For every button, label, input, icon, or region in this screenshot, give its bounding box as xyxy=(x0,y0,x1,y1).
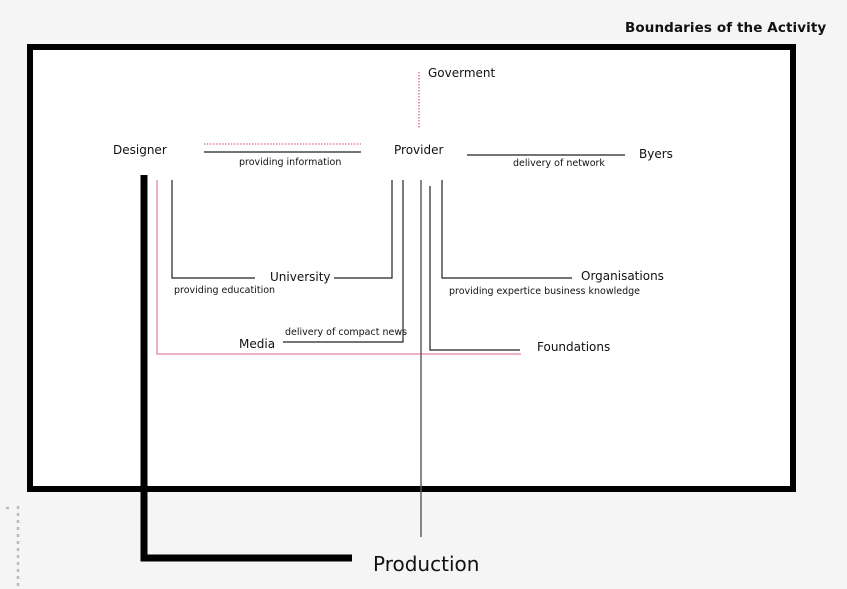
node-designer: Designer xyxy=(113,143,167,157)
node-media: Media xyxy=(239,337,276,351)
node-provider: Provider xyxy=(394,143,444,157)
provider-organisations-line xyxy=(441,180,572,279)
provider-university-line xyxy=(334,180,393,279)
edge-label-providing-expertise: providing expertice business knowledge xyxy=(449,286,640,297)
edge-label-delivery-of-network: delivery of network xyxy=(513,158,605,169)
provider-media-line xyxy=(283,180,404,343)
boundary-heading: Boundaries of the Activity xyxy=(625,20,827,36)
designer-foundations-pink-line xyxy=(156,180,521,355)
designer-production-line xyxy=(140,175,352,562)
node-foundations: Foundations xyxy=(537,340,611,354)
node-production: Production xyxy=(373,552,480,576)
designer-university-line xyxy=(171,180,255,279)
node-buyers: Byers xyxy=(639,147,673,161)
provider-foundations-line xyxy=(429,186,520,351)
edge-label-delivery-of-compact-news: delivery of compact news xyxy=(285,327,408,338)
edge-label-providing-information: providing information xyxy=(239,157,342,168)
node-university: University xyxy=(270,270,331,284)
node-organisations: Organisations xyxy=(581,269,664,283)
edge-label-providing-education: providing educatition xyxy=(174,285,276,296)
node-government: Goverment xyxy=(428,66,496,80)
